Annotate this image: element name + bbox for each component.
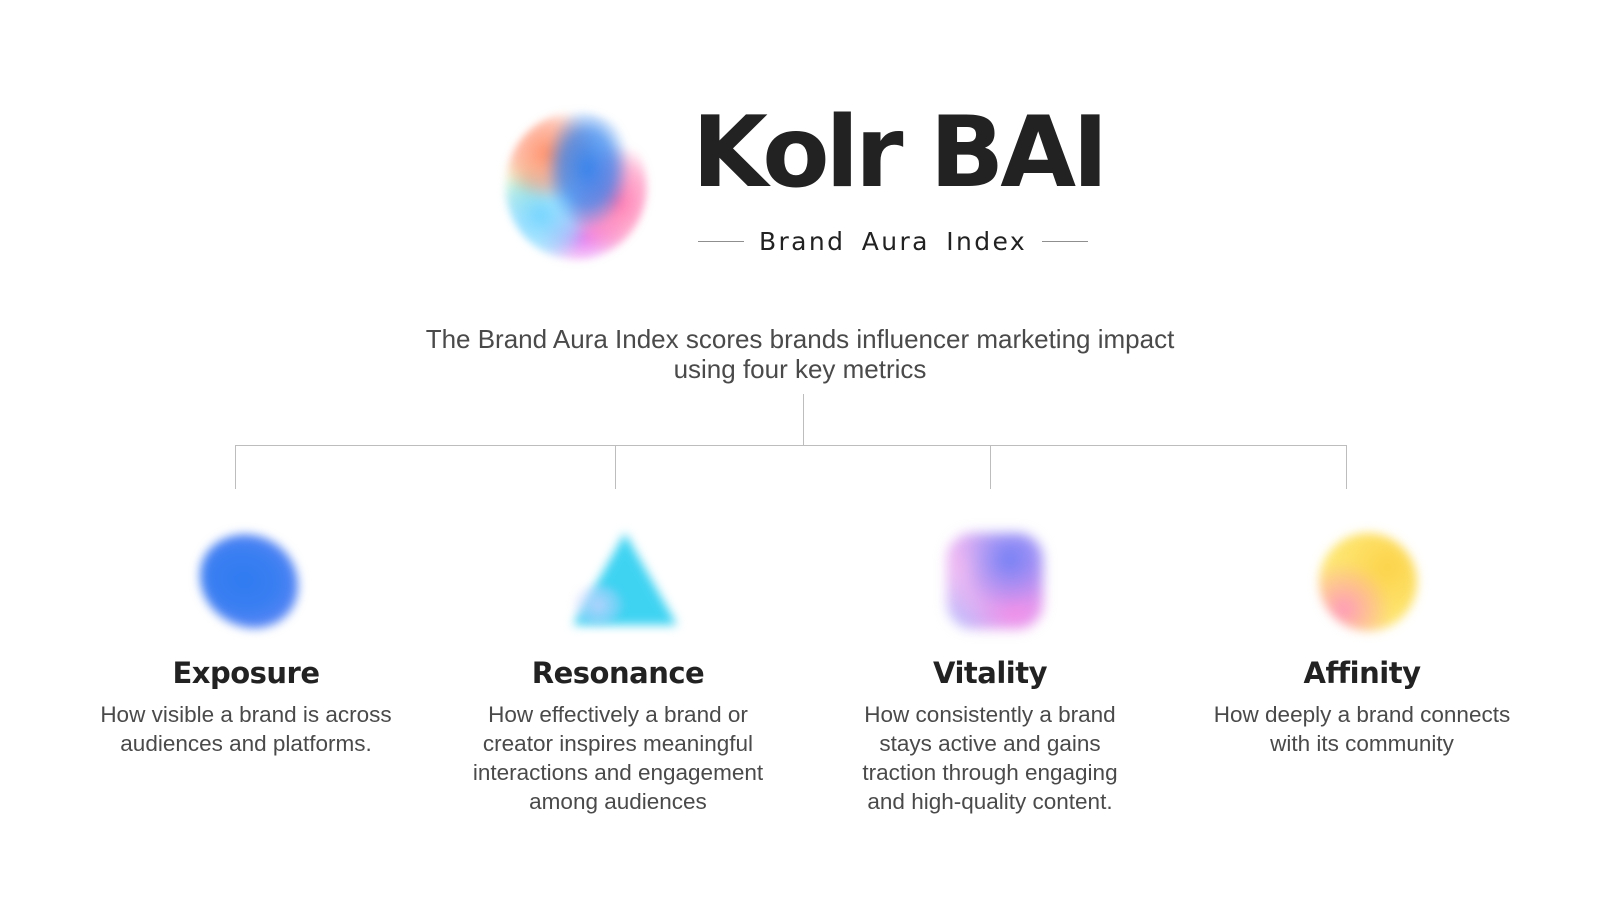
metric-description-line: traction through engaging	[862, 760, 1118, 785]
subtitle-rule-right	[1042, 240, 1088, 242]
blue-blob-icon	[181, 525, 311, 637]
metric-description-line: and high-quality content.	[867, 789, 1113, 814]
purple-square-icon	[925, 525, 1055, 635]
connector-horizontal-bar	[235, 445, 1347, 446]
metric-description: How effectively a brand or creator inspi…	[438, 700, 798, 816]
metric-description-line: creator inspires meaningful	[482, 731, 754, 756]
connector-drop-exposure	[235, 445, 236, 489]
metric-description-line: How visible a brand is across	[100, 702, 392, 727]
gradient-orb-icon	[505, 112, 647, 260]
metric-description-line: with its community	[1270, 731, 1454, 756]
metric-description-line: How effectively a brand or	[488, 702, 748, 727]
brand-subtitle: Brand Aura Index	[758, 226, 1028, 256]
metric-title: Vitality	[933, 656, 1047, 690]
brand-subtitle-row: Brand Aura Index	[698, 224, 1088, 258]
connector-trunk	[803, 394, 804, 446]
metric-description: How visible a brand is across audiences …	[66, 700, 426, 758]
cyan-triangle-icon	[553, 525, 683, 635]
yellow-circle-icon	[1297, 525, 1427, 635]
metric-title: Resonance	[531, 656, 705, 690]
metric-description-line: How deeply a brand connects	[1213, 702, 1511, 727]
description-line-2: using four key metrics	[673, 354, 927, 384]
metric-description-line: among audiences	[529, 789, 707, 814]
brand-title: Kolr BAI	[692, 96, 1109, 210]
metric-description-line: audiences and platforms.	[120, 731, 372, 756]
metric-affinity: Affinity How deeply a brand connects wit…	[1182, 525, 1542, 758]
metric-description-line: interactions and engagement	[472, 760, 764, 785]
metric-title: Exposure	[172, 656, 320, 690]
metric-title: Affinity	[1303, 656, 1421, 690]
connector-drop-affinity	[1346, 445, 1347, 489]
metric-resonance: Resonance How effectively a brand or cre…	[438, 525, 798, 816]
connector-drop-vitality	[990, 445, 991, 489]
metric-exposure: Exposure How visible a brand is across a…	[66, 525, 426, 758]
description-line-1: The Brand Aura Index scores brands influ…	[425, 324, 1175, 354]
metric-description: How consistently a brand stays active an…	[810, 700, 1170, 816]
metric-vitality: Vitality How consistently a brand stays …	[810, 525, 1170, 816]
metric-description-line: stays active and gains	[879, 731, 1101, 756]
subtitle-rule-left	[698, 240, 744, 242]
index-description: The Brand Aura Index scores brands influ…	[300, 324, 1300, 384]
metric-description: How deeply a brand connects with its com…	[1182, 700, 1542, 758]
metric-description-line: How consistently a brand	[864, 702, 1116, 727]
connector-drop-resonance	[615, 445, 616, 489]
